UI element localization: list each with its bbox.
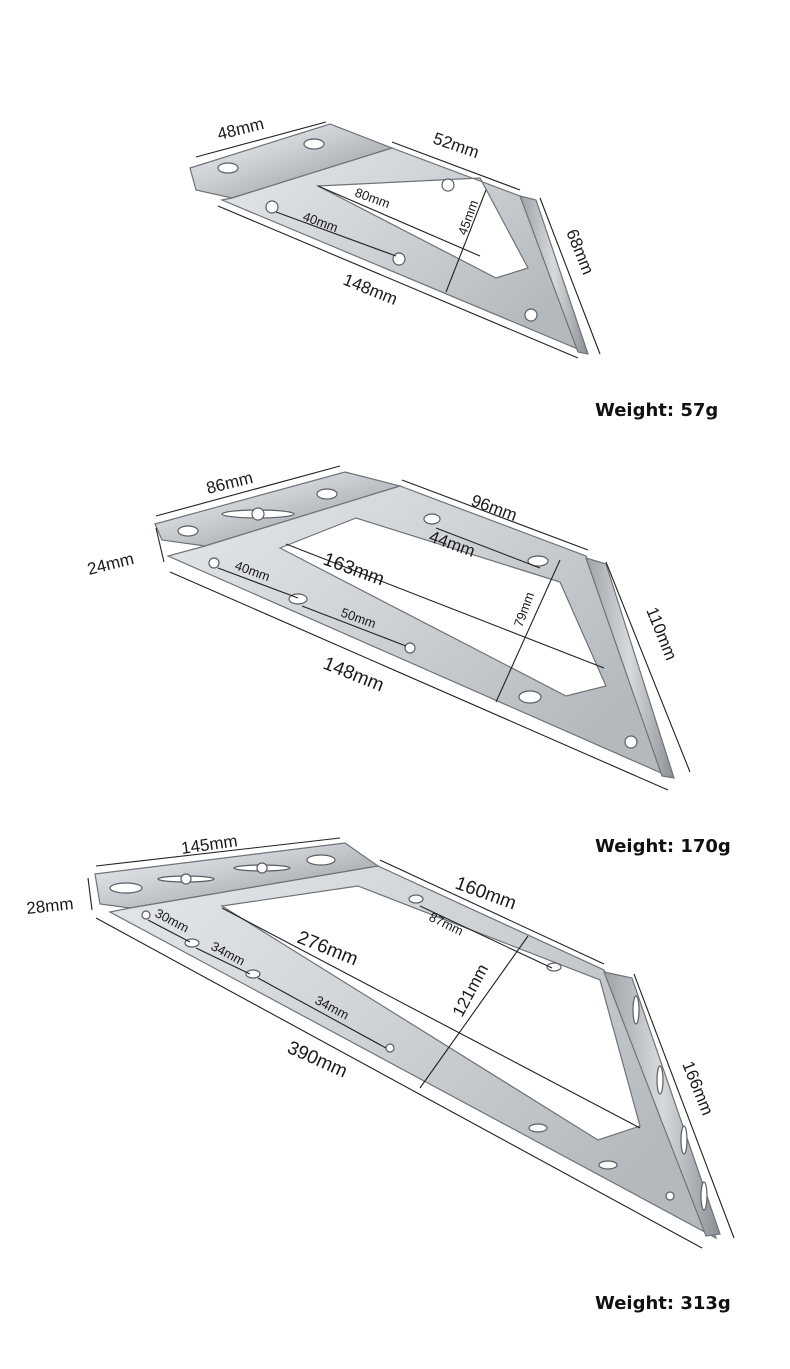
bracket-3-dim-line <box>95 837 341 867</box>
bracket-3-dim-line <box>419 905 553 969</box>
bracket-2-hole <box>208 557 220 569</box>
bracket-1-dim-line <box>217 205 579 359</box>
weight-label-1: Weight: 57g <box>595 400 719 421</box>
bracket-1-dim-line <box>391 141 521 191</box>
bracket-3-hole <box>700 1181 708 1211</box>
bracket-1-dim-label: 48mm <box>215 114 265 144</box>
bracket-2-dim-label: 79mm <box>511 590 537 629</box>
bracket-1-hole <box>392 252 406 266</box>
bracket-2-hole <box>251 507 265 521</box>
weight-label-2: Weight: 170g <box>595 836 731 857</box>
bracket-1-dim-label: 148mm <box>341 270 401 309</box>
bracket-3-hole <box>546 962 562 972</box>
bracket-3-hole <box>665 1191 675 1201</box>
bracket-3-hole <box>256 862 268 874</box>
bracket-2-dim-line <box>401 479 589 551</box>
bracket-3-hole <box>306 854 336 866</box>
bracket-2-dim-label: 148mm <box>320 653 387 696</box>
bracket-1-side-flange <box>519 195 589 355</box>
bracket-3-hole <box>656 1065 664 1095</box>
bracket-3-dim-line <box>147 919 191 943</box>
weight-label-3: Weight: 313g <box>595 1293 731 1314</box>
bracket-1-dim-label: 45mm <box>455 198 481 237</box>
bracket-2-dim-line <box>217 567 299 599</box>
bracket-1-dim-line <box>445 189 487 293</box>
bracket-2-hole <box>404 642 416 654</box>
bracket-1-hole <box>303 138 325 150</box>
bracket-3-hole <box>245 969 261 979</box>
bracket-3-dim-line <box>87 877 93 911</box>
bracket-3-dim-line <box>221 907 641 1129</box>
bracket-1-dim-line <box>317 185 481 257</box>
bracket-3-dim-line <box>195 947 251 975</box>
bracket-2-dim-label: 110mm <box>642 604 680 663</box>
bracket-3-hole <box>408 894 424 904</box>
bracket-2-hole <box>518 690 542 704</box>
bracket-3-dim-line <box>633 973 735 1239</box>
bracket-2-dim-line <box>155 527 165 563</box>
bracket-1-dim-line <box>275 211 397 257</box>
bracket-2-dim-line <box>605 561 691 773</box>
bracket-3-hole <box>385 1043 395 1053</box>
bracket-3-hole <box>528 1123 548 1133</box>
bracket-2-hole <box>177 525 199 537</box>
bracket-3-hole <box>680 1125 688 1155</box>
bracket-2-dim-line <box>285 543 605 669</box>
bracket-2-side-flange <box>585 557 675 779</box>
bracket-2-dim-label: 24mm <box>85 549 135 579</box>
bracket-2-dim-line <box>169 571 669 791</box>
bracket-3-dim-label: 145mm <box>180 831 239 858</box>
bracket-3-face <box>108 865 718 1240</box>
bracket-1-dim-line <box>539 197 601 355</box>
bracket-3-dim-label: 390mm <box>284 1037 350 1082</box>
bracket-3-dim-label: 166mm <box>678 1058 717 1118</box>
bracket-2-hole <box>316 488 338 500</box>
bracket-1-hole <box>217 162 239 174</box>
bracket-3-hole <box>632 995 640 1025</box>
bracket-1-dim-label: 52mm <box>431 129 482 162</box>
bracket-3-dim-label: 121mm <box>449 961 492 1020</box>
bracket-2-dim-label: 86mm <box>204 468 254 498</box>
bracket-1-hole <box>265 200 279 214</box>
bracket-2-dim-line <box>495 559 561 703</box>
bracket-3-dim-line <box>257 977 387 1049</box>
bracket-2-hole <box>423 513 441 525</box>
bracket-2-dim-line <box>301 605 407 647</box>
bracket-3-hole <box>180 873 192 885</box>
bracket-3-hole <box>109 882 143 894</box>
bracket-3-dim-line <box>419 935 529 1089</box>
bracket-2-dim-line <box>435 527 541 569</box>
bracket-3-hole <box>598 1160 618 1170</box>
bracket-2-hole <box>624 735 638 749</box>
bracket-1-hole <box>441 178 455 192</box>
bracket-1: 48mm 52mm 80mm 45mm 40mm 68mm 148mm <box>189 114 601 359</box>
bracket-1-dim-line <box>195 121 327 158</box>
bracket-3-hole <box>141 910 151 920</box>
bracket-3: 145mm 28mm 160mm 30mm 87mm 276mm 34mm 34… <box>25 831 735 1249</box>
bracket-2-hole <box>527 555 549 567</box>
bracket-3-dim-line <box>379 859 605 965</box>
bracket-2-dim-line <box>155 465 341 517</box>
bracket-3-side-flange <box>603 971 721 1237</box>
bracket-3-dim-label: 28mm <box>25 894 74 918</box>
bracket-1-hole <box>524 308 538 322</box>
bracket-2: 86mm 96mm 24mm 44mm 163mm 40mm 79mm 50mm… <box>85 465 691 791</box>
bracket-3-dim-line <box>95 917 703 1249</box>
